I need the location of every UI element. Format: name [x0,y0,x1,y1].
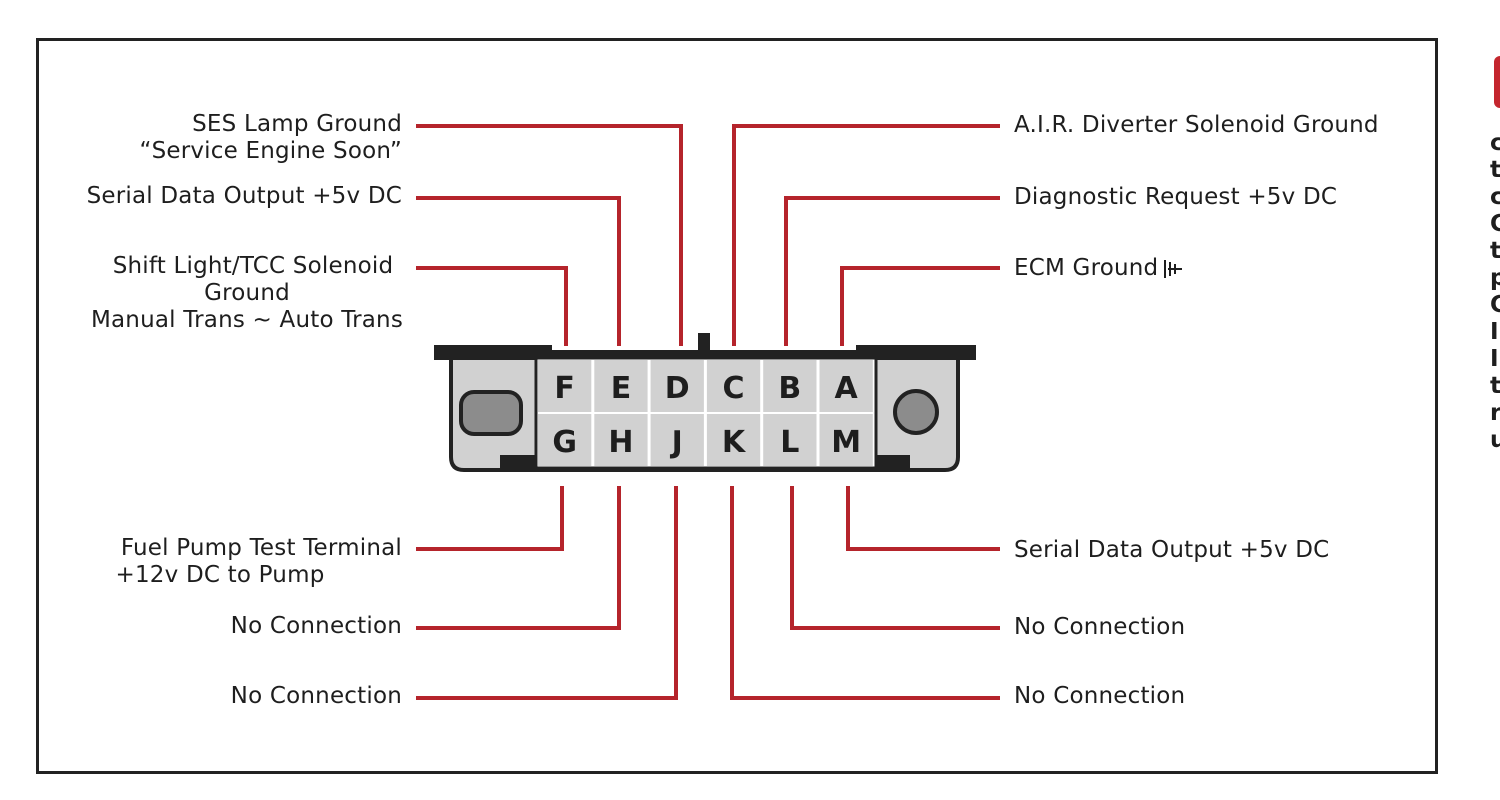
ground-icon [1164,259,1183,278]
side-text-glyph: c [1490,130,1500,156]
pin-cell-h [594,414,648,466]
label-pin-f: Shift Light/TCC Solenoid Ground Manual T… [80,253,414,334]
label-line: No Connection [1014,614,1186,640]
side-text-glyph: t [1490,373,1500,399]
label-line: Manual Trans ~ Auto Trans [90,307,404,333]
pin-letter-k: K [722,425,747,460]
label-line: A.I.R. Diverter Solenoid Ground [1014,112,1379,138]
label-pin-m: Serial Data Output +5v DC [1014,537,1329,564]
label-line: Shift Light/TCC Solenoid [112,253,394,279]
label-line: +12v DC to Pump [115,562,325,588]
pin-letter-m: M [831,425,861,460]
label-line: “Service Engine Soon” [139,138,402,164]
side-text-glyph: p [1490,265,1500,291]
label-line: Ground [204,280,290,306]
pin-cell-f [538,360,592,412]
label-pin-j: No Connection [231,683,402,710]
wire-j [416,486,678,700]
pin-cell-g [538,414,592,466]
pin-cell-d [650,360,704,412]
pin-cell-k [706,414,761,466]
label-line: No Connection [230,683,402,709]
label-pin-e: Serial Data Output +5v DC [87,183,402,210]
label-pin-k: No Connection [1014,683,1185,710]
pin-letter-b: B [778,371,801,406]
side-text-glyph: t [1490,238,1500,264]
wire-c [732,124,1000,346]
wire-f [416,266,568,346]
side-text-glyph: I [1490,346,1499,372]
left-mount-slot [459,390,523,436]
label-line: ECM Ground [1014,255,1159,281]
pin-letter-l: L [780,425,799,460]
label-line: SES Lamp Ground [192,111,402,137]
side-text-glyph: r [1490,400,1500,426]
label-line: No Connection [230,613,402,639]
pin-letter-e: E [611,371,632,406]
label-line: No Connection [1014,683,1186,709]
pin-letter-c: C [723,371,745,406]
pin-letter-a: A [835,371,859,406]
pin-cell-j [650,414,704,466]
pin-letter-d: D [665,371,690,406]
pin-cell-m [819,414,873,466]
label-line: Diagnostic Request +5v DC [1014,184,1338,210]
wire-b [784,196,1000,346]
wire-h [416,486,621,630]
wire-k [730,486,1000,700]
label-line: Serial Data Output +5v DC [1014,537,1330,563]
label-line: Fuel Pump Test Terminal [120,535,402,561]
wire-m [846,486,1000,551]
pin-cell-l [763,414,817,466]
pin-letter-h: H [608,425,633,460]
pin-cell-a [819,360,873,412]
pin-letter-j: J [670,425,683,460]
side-text-glyph: c [1490,184,1500,210]
right-mount-hole [893,389,939,435]
label-pin-d: SES Lamp Ground “Service Engine Soon” [139,111,402,165]
side-accent-tab [1494,56,1500,108]
pin-cell-b [763,360,817,412]
side-text-glyph: I [1490,319,1499,345]
wire-l [790,486,1000,630]
side-text-glyph: C [1490,211,1500,237]
pin-letter-f: F [554,371,575,406]
label-pin-c: A.I.R. Diverter Solenoid Ground [1014,112,1379,139]
side-text-glyph: C [1490,292,1500,318]
wire-a [840,266,1000,346]
label-pin-l: No Connection [1014,614,1185,641]
label-line: Serial Data Output +5v DC [86,183,402,209]
diagram-frame [36,38,1438,774]
wire-g [416,486,564,551]
side-text-glyph: t [1490,157,1500,183]
wire-lines [416,124,1000,700]
label-pin-a: ECM Ground [1014,255,1184,282]
wire-d [416,124,683,346]
pin-cell-c [706,360,761,412]
pin-letter-g: G [552,425,577,460]
wire-e [416,196,621,346]
label-pin-h: No Connection [231,613,402,640]
side-text-glyph: u [1490,427,1500,453]
label-pin-g: Fuel Pump Test Terminal +12v DC to Pump [80,535,410,589]
label-pin-b: Diagnostic Request +5v DC [1014,184,1337,211]
pin-cell-e [594,360,648,412]
